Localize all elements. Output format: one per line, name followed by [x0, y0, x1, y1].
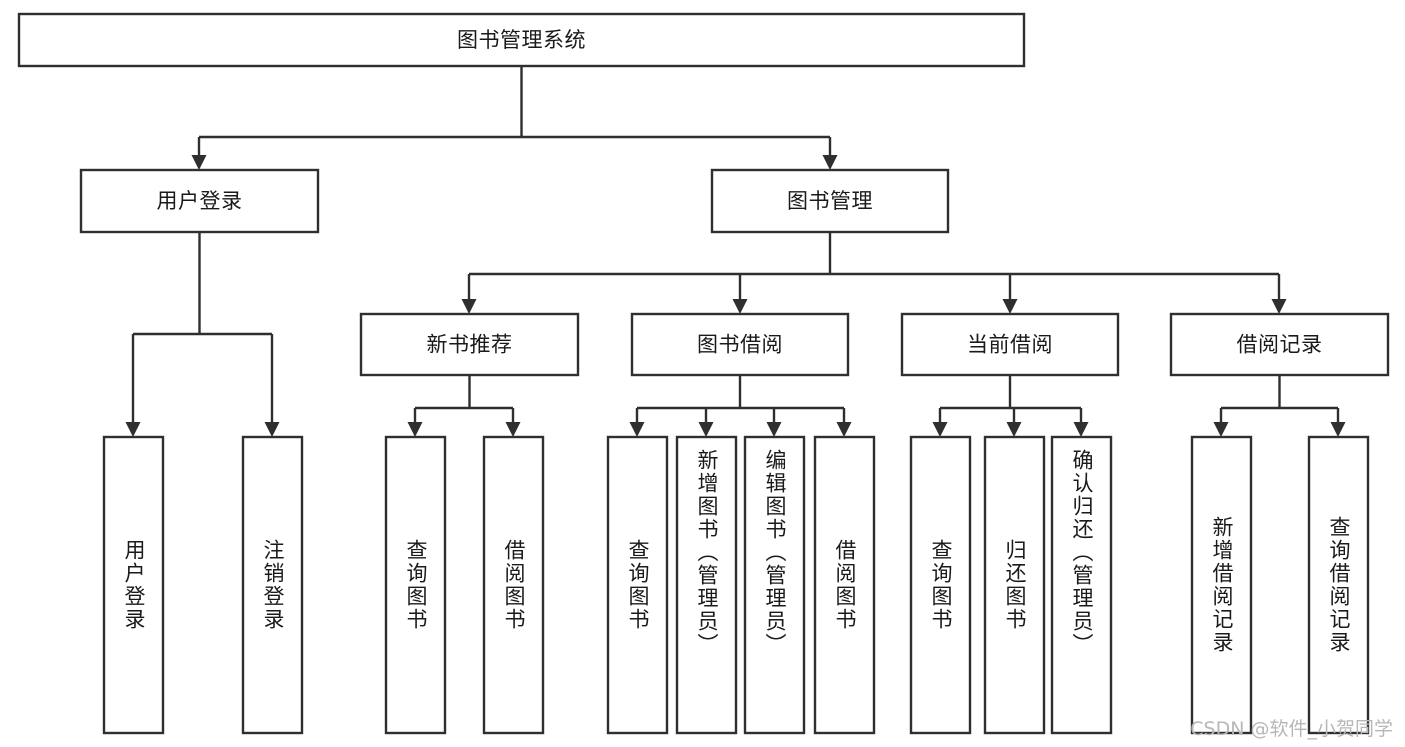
node-label: 图书管理 — [787, 189, 873, 213]
node-box — [710, 168, 950, 234]
node-box — [675, 435, 738, 735]
level2-node-book-manage[interactable]: 图书管理 — [710, 168, 950, 234]
arrow-head-icon — [836, 422, 852, 437]
arrow-head-icon — [732, 299, 748, 314]
leaf-node-leaf-add-book-admin[interactable] — [675, 435, 738, 735]
node-box — [384, 435, 447, 735]
node-box — [909, 435, 972, 735]
node-box — [359, 312, 580, 377]
arrow-head-icon — [932, 422, 948, 437]
node-box — [79, 168, 320, 234]
leaf-node-leaf-borrow-book-bb[interactable] — [813, 435, 876, 735]
connector-conn-newbook-split — [413, 375, 515, 423]
node-box — [1307, 435, 1370, 735]
connector-conn-userlogin-split — [131, 232, 274, 423]
arrow-head-icon — [698, 422, 714, 437]
arrow-head-icon — [1006, 422, 1022, 437]
arrow-head-icon — [407, 422, 423, 437]
leaf-node-leaf-logout[interactable] — [241, 435, 304, 735]
node-label: 图书管理系统 — [457, 28, 586, 52]
leaf-node-leaf-edit-book-admin[interactable] — [743, 435, 806, 735]
arrow-head-icon — [1330, 422, 1346, 437]
node-box — [983, 435, 1046, 735]
leaf-node-leaf-user-login[interactable] — [102, 435, 165, 735]
node-label: 图书借阅 — [697, 333, 783, 357]
node-box — [743, 435, 806, 735]
leaf-node-leaf-query-book-bb[interactable] — [606, 435, 669, 735]
node-box — [606, 435, 669, 735]
level3-node-borrow-record[interactable]: 借阅记录 — [1169, 312, 1390, 377]
arrow-head-icon — [1213, 422, 1229, 437]
arrow-head-icon — [264, 422, 280, 437]
connector-conn-bookmanage-split — [467, 232, 1281, 300]
leaf-node-leaf-query-book-cb[interactable] — [909, 435, 972, 735]
leaf-node-leaf-add-borrow-record[interactable] — [1190, 435, 1253, 735]
node-box — [241, 435, 304, 735]
node-label: 用户登录 — [157, 189, 243, 213]
arrow-head-icon — [461, 299, 477, 314]
node-box — [1050, 435, 1113, 735]
arrow-head-icon — [191, 155, 207, 170]
level3-node-book-borrow[interactable]: 图书借阅 — [630, 312, 850, 377]
leaf-node-leaf-query-book-rec[interactable] — [384, 435, 447, 735]
node-box — [102, 435, 165, 735]
leaf-node-leaf-return-book[interactable] — [983, 435, 1046, 735]
arrow-head-icon — [1002, 299, 1018, 314]
connector-conn-currentborrow-split — [938, 375, 1083, 423]
node-box — [1190, 435, 1253, 735]
node-box — [630, 312, 850, 377]
connector-conn-borrowrecord-split — [1219, 375, 1340, 423]
leaf-node-leaf-query-borrow-record[interactable] — [1307, 435, 1370, 735]
arrow-head-icon — [822, 155, 838, 170]
level3-node-new-book-rec[interactable]: 新书推荐 — [359, 312, 580, 377]
arrow-head-icon — [766, 422, 782, 437]
node-box — [813, 435, 876, 735]
arrow-head-icon — [1073, 422, 1089, 437]
node-box — [482, 435, 545, 735]
node-label: 借阅记录 — [1237, 333, 1323, 357]
node-label: 新书推荐 — [427, 333, 513, 357]
connector-conn-root-split — [197, 66, 832, 156]
leaf-node-leaf-borrow-book-rec[interactable] — [482, 435, 545, 735]
connector-conn-bookborrow-split — [635, 375, 846, 423]
node-box — [900, 312, 1120, 377]
level3-node-current-borrow[interactable]: 当前借阅 — [900, 312, 1120, 377]
leaf-node-leaf-confirm-return-admin[interactable] — [1050, 435, 1113, 735]
root-node-root[interactable]: 图书管理系统 — [17, 12, 1026, 68]
node-label: 当前借阅 — [967, 333, 1053, 357]
level2-node-user-login[interactable]: 用户登录 — [79, 168, 320, 234]
node-box — [1169, 312, 1390, 377]
node-box — [17, 12, 1026, 68]
arrow-head-icon — [505, 422, 521, 437]
arrow-head-icon — [629, 422, 645, 437]
arrow-head-icon — [1271, 299, 1287, 314]
arrow-head-icon — [125, 422, 141, 437]
